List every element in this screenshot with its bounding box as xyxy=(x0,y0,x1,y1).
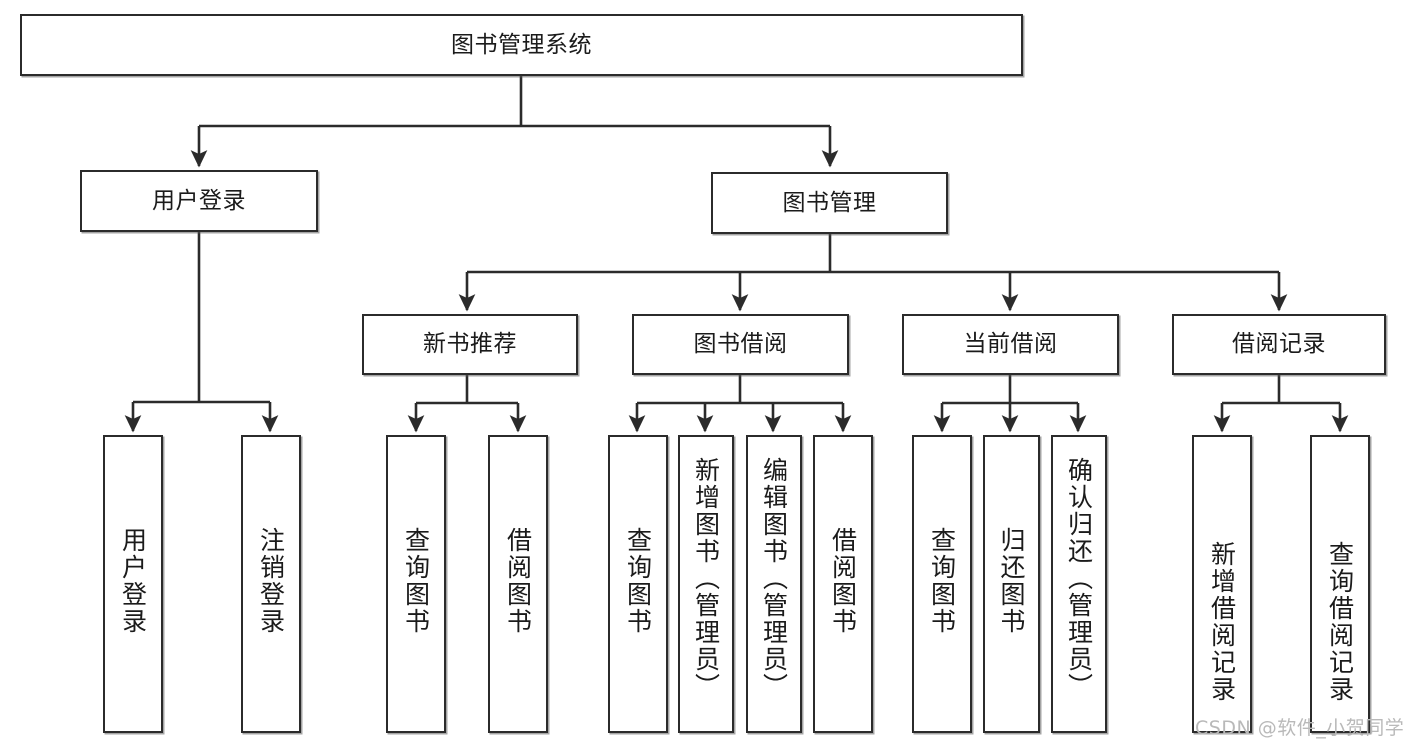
leaf-borrow-query-book[interactable]: 查询图书 xyxy=(608,435,668,733)
leaf-record-query[interactable]: 查询借阅记录 xyxy=(1310,435,1370,733)
csdn-watermark: CSDN @软件_小贺同学 xyxy=(1195,717,1405,739)
leaf-user-login[interactable]: 用户登录 xyxy=(103,435,163,733)
leaf-recommend-query-book[interactable]: 查询图书 xyxy=(386,435,446,733)
node-borrow-record-label: 借阅记录 xyxy=(1232,331,1326,358)
leaf-record-query-label: 查询借阅记录 xyxy=(1325,541,1355,703)
node-current-borrow-label: 当前借阅 xyxy=(963,331,1058,358)
leaf-borrow-borrow-book[interactable]: 借阅图书 xyxy=(813,435,873,733)
leaf-borrow-add-book-label: 新增图书（管理员） xyxy=(691,457,721,700)
leaf-current-query-book-label: 查询图书 xyxy=(927,527,957,635)
leaf-record-add[interactable]: 新增借阅记录 xyxy=(1192,435,1252,733)
leaf-record-add-label: 新增借阅记录 xyxy=(1207,541,1237,703)
node-book-borrow-label: 图书借阅 xyxy=(693,331,788,358)
leaf-current-confirm-return-label: 确认归还（管理员） xyxy=(1064,457,1094,700)
leaf-current-return-book-label: 归还图书 xyxy=(997,527,1026,635)
leaf-logout-label: 注销登录 xyxy=(256,527,286,635)
node-new-book-recommend[interactable]: 新书推荐 xyxy=(362,314,578,375)
leaf-current-return-book[interactable]: 归还图书 xyxy=(983,435,1040,733)
leaf-recommend-borrow-book[interactable]: 借阅图书 xyxy=(488,435,548,733)
leaf-logout[interactable]: 注销登录 xyxy=(241,435,301,733)
node-new-book-recommend-label: 新书推荐 xyxy=(423,331,517,358)
leaf-user-login-label: 用户登录 xyxy=(118,527,148,635)
node-book-management[interactable]: 图书管理 xyxy=(711,172,948,234)
leaf-recommend-query-book-label: 查询图书 xyxy=(401,527,431,635)
leaf-borrow-edit-book[interactable]: 编辑图书（管理员） xyxy=(746,435,802,733)
leaf-current-confirm-return[interactable]: 确认归还（管理员） xyxy=(1051,435,1107,733)
node-user-login[interactable]: 用户登录 xyxy=(80,170,318,232)
node-root[interactable]: 图书管理系统 xyxy=(20,14,1023,76)
leaf-borrow-edit-book-label: 编辑图书（管理员） xyxy=(759,457,789,700)
node-book-borrow[interactable]: 图书借阅 xyxy=(632,314,849,375)
leaf-borrow-borrow-book-label: 借阅图书 xyxy=(828,527,858,635)
leaf-borrow-query-book-label: 查询图书 xyxy=(623,527,653,635)
node-user-login-label: 用户登录 xyxy=(152,187,246,214)
leaf-current-query-book[interactable]: 查询图书 xyxy=(912,435,972,733)
node-borrow-record[interactable]: 借阅记录 xyxy=(1172,314,1386,375)
node-root-label: 图书管理系统 xyxy=(451,31,592,58)
node-current-borrow[interactable]: 当前借阅 xyxy=(902,314,1119,375)
leaf-borrow-add-book[interactable]: 新增图书（管理员） xyxy=(678,435,734,733)
leaf-recommend-borrow-book-label: 借阅图书 xyxy=(503,527,533,635)
node-book-management-label: 图书管理 xyxy=(782,189,877,216)
